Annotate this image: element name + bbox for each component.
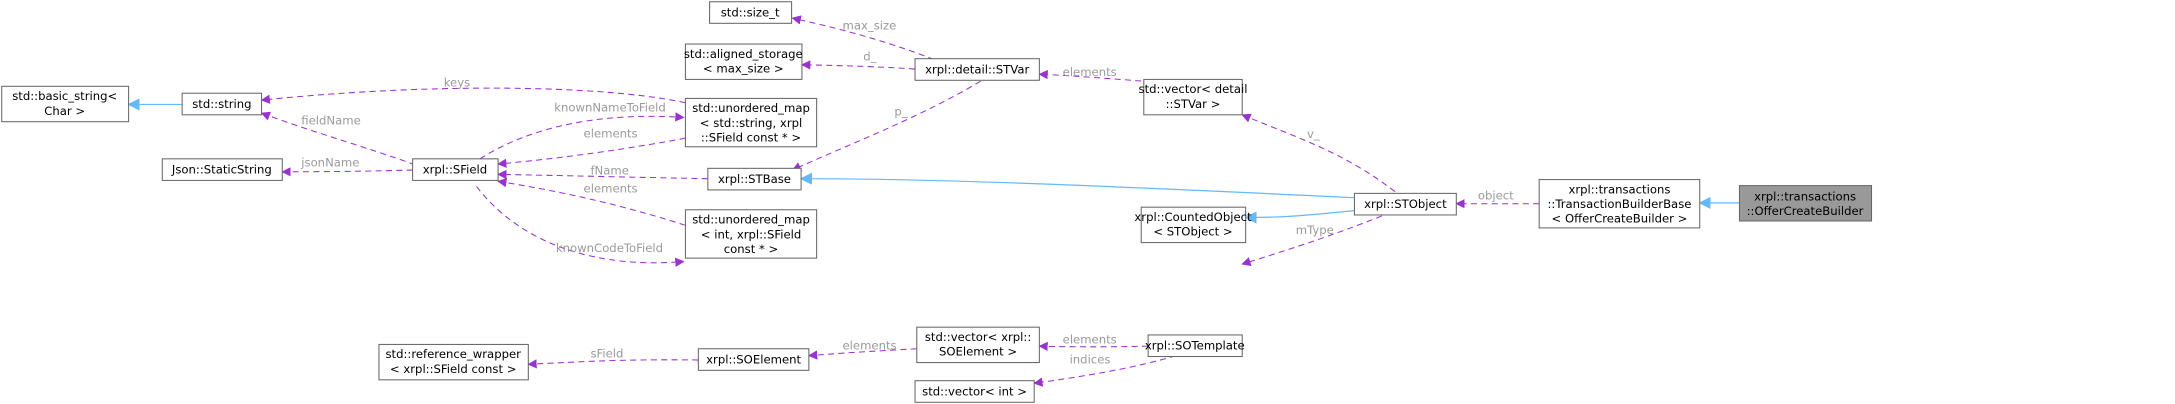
node-reference-wrapper-line-1: std::reference_wrapper (385, 347, 521, 361)
edge-label-known-code-to-field: knownCodeToField (556, 241, 663, 255)
node-offer-create-builder[interactable]: xrpl::transactions ::OfferCreateBuilder (1738, 185, 1873, 222)
edge-max-size (791, 15, 935, 61)
node-unordered-map-string-line-2: < std::string, xrpl (700, 116, 802, 130)
edge-p (791, 80, 981, 171)
edge-label-v: v_ (1307, 127, 1320, 141)
edge-label-keys: keys (444, 75, 470, 89)
node-aligned-storage-line-1: std::aligned_storage (684, 47, 803, 61)
node-stbase[interactable]: xrpl::STBase (707, 167, 802, 191)
node-unordered-map-int[interactable]: std::unordered_map < int, xrpl::SField c… (684, 209, 818, 259)
node-unordered-map-int-line-3: const * > (724, 242, 779, 256)
edge-label-field-name: fieldName (301, 113, 360, 127)
edge-known-name-to-field (479, 112, 685, 160)
edge-label-known-name-to-field: knownNameToField (554, 100, 666, 114)
node-basic-string-line-1: std::basic_string< (12, 89, 117, 103)
node-sfield-label: xrpl::SField (423, 163, 487, 177)
edge-inherit-stobject-to-stbase (799, 172, 1355, 199)
node-soelement[interactable]: xrpl::SOElement (697, 348, 810, 371)
edge-d (801, 60, 916, 70)
edge-label-known-name-to-field-elements: elements (584, 126, 638, 140)
edge-label-p: p_ (894, 105, 907, 119)
node-transaction-builder-base-line-1: xrpl::transactions (1568, 182, 1670, 196)
node-reference-wrapper[interactable]: std::reference_wrapper < xrpl::SField co… (378, 343, 529, 381)
edge-inherit-stobject-to-counted-object (1244, 210, 1355, 224)
node-std-string-label: std::string (192, 97, 251, 111)
edge-v (1241, 113, 1396, 193)
node-vector-soelement[interactable]: std::vector< xrpl:: SOElement > (916, 326, 1040, 364)
node-counted-object[interactable]: xrpl::CountedObject < STObject > (1134, 206, 1252, 244)
node-static-string-label: Json::StaticString (171, 163, 272, 177)
edge-soelement-elements (807, 348, 917, 360)
node-stobject-label: xrpl::STObject (1364, 197, 1447, 211)
edge-label-soelement-elements: elements (843, 339, 897, 353)
node-size-t-label: std::size_t (721, 5, 780, 19)
node-counted-object-line-2: < STObject > (1153, 225, 1232, 239)
edge-label-stvar-elements: elements (1063, 65, 1117, 79)
node-transaction-builder-base-line-2: ::TransactionBuilderBase (1547, 197, 1691, 211)
edge-label-known-code-to-field-elements: elements (584, 182, 638, 196)
edge-label-json-name: jsonName (300, 156, 359, 170)
node-aligned-storage-line-2: < max_size > (703, 62, 784, 76)
node-unordered-map-string-line-1: std::unordered_map (692, 101, 810, 115)
node-vector-stvar-line-1: std::vector< detail (1139, 82, 1248, 96)
node-basic-string-line-2: Char > (44, 104, 85, 118)
edge-label-d: d_ (863, 49, 876, 63)
edge-label-mtype: mType (1296, 223, 1334, 237)
node-stvar-label: xrpl::detail::STVar (925, 62, 1029, 76)
node-vector-int-label: std::vector< int > (922, 384, 1027, 398)
edge-label-sotemplate-elements: elements (1063, 333, 1117, 347)
node-sotemplate[interactable]: xrpl::SOTemplate (1145, 334, 1245, 358)
node-sotemplate-label: xrpl::SOTemplate (1145, 339, 1245, 353)
node-counted-object-line-1: xrpl::CountedObject (1134, 210, 1252, 224)
edge-label-sfield: sField (590, 346, 623, 360)
node-vector-stvar-line-2: ::STVar > (1166, 97, 1221, 111)
edge-sotemplate-elements (1038, 341, 1149, 352)
edge-known-code-to-field (476, 186, 685, 267)
node-vector-int[interactable]: std::vector< int > (914, 380, 1035, 403)
node-soelement-label: xrpl::SOElement (706, 352, 801, 366)
edge-label-indices: indices (1070, 352, 1111, 366)
node-offer-create-builder-line-2: ::OfferCreateBuilder (1747, 204, 1864, 218)
node-vector-soelement-line-2: SOElement > (939, 345, 1017, 359)
node-static-string[interactable]: Json::StaticString (161, 158, 283, 181)
node-offer-create-builder-line-1: xrpl::transactions (1754, 189, 1856, 203)
node-sfield[interactable]: xrpl::SField (412, 158, 499, 181)
node-stbase-label: xrpl::STBase (718, 172, 791, 186)
node-size-t[interactable]: std::size_t (709, 1, 793, 24)
node-stvar[interactable]: xrpl::detail::STVar (914, 58, 1040, 81)
edge-sfield (528, 360, 699, 364)
node-unordered-map-string-line-3: ::SField const * > (701, 131, 801, 145)
node-stobject[interactable]: xrpl::STObject (1353, 192, 1457, 216)
edge-json-name (281, 167, 413, 177)
node-reference-wrapper-line-2: < xrpl::SField const > (390, 362, 517, 376)
edge-labels: object v_ mType elements p_ d_ max_size … (300, 18, 1514, 366)
node-vector-soelement-line-1: std::vector< xrpl:: (925, 330, 1031, 344)
edge-indices (1033, 355, 1176, 387)
edge-label-object: object (1478, 188, 1514, 202)
node-transaction-builder-base[interactable]: xrpl::transactions ::TransactionBuilderB… (1538, 179, 1701, 229)
edge-label-fname: fName (590, 163, 628, 177)
node-basic-string[interactable]: std::basic_string< Char > (1, 85, 130, 123)
node-transaction-builder-base-line-3: < OfferCreateBuilder > (1552, 212, 1688, 226)
node-unordered-map-string[interactable]: std::unordered_map < std::string, xrpl :… (684, 97, 818, 148)
edge-fname (497, 169, 708, 180)
node-std-string[interactable]: std::string (181, 92, 263, 116)
edge-label-max-size: max_size (843, 18, 897, 32)
node-aligned-storage[interactable]: std::aligned_storage < max_size > (684, 43, 803, 80)
node-vector-stvar[interactable]: std::vector< detail ::STVar > (1139, 78, 1248, 116)
edge-known-code-to-field-elements (497, 178, 686, 226)
edge-known-name-to-field-elements (497, 137, 686, 168)
node-unordered-map-int-line-2: < int, xrpl::SField (701, 227, 801, 241)
edge-keys (260, 87, 686, 104)
node-unordered-map-int-line-1: std::unordered_map (692, 213, 810, 227)
